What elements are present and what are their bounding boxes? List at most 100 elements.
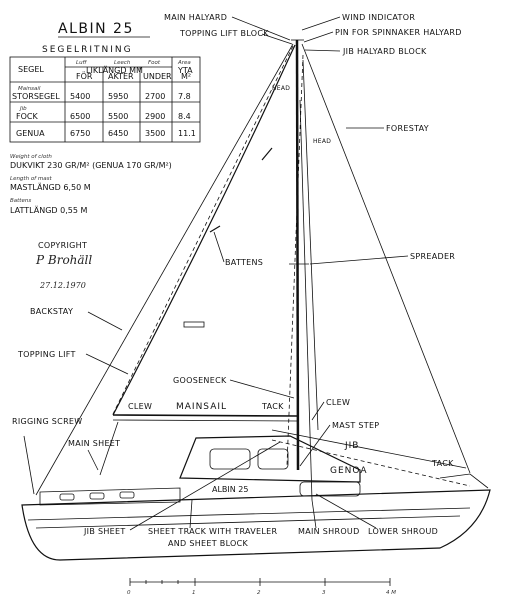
label-backstay: BACKSTAY [30, 307, 73, 316]
rigging [35, 39, 471, 501]
cabin-window [257, 448, 289, 470]
batten [261, 147, 273, 161]
copyright-date: 27.12.1970 [39, 281, 86, 290]
spec-notes: Weight of cloth DUKVIKT 230 GR/M² (GENUA… [10, 154, 172, 215]
scale-tick-label: 3 [322, 590, 326, 596]
label-forestay: FORESTAY [386, 124, 429, 133]
label-wind-indicator: WIND INDICATOR [342, 13, 415, 22]
label-genoa: GENOA [330, 466, 367, 476]
spec-note: Battens [10, 198, 31, 204]
header-foot: Foot [148, 60, 161, 66]
label-battens: BATTENS [225, 258, 263, 267]
cell-value: 8.4 [178, 112, 191, 121]
label-main-sheet: MAIN SHEET [68, 439, 120, 448]
label-mainsail: MAINSAIL [176, 402, 227, 412]
drawing-title: ALBIN 25 [58, 21, 134, 37]
label-rigging-screw: RIGGING SCREW [12, 417, 83, 426]
header-m2: M² [181, 72, 191, 81]
bow-pulpit [439, 473, 489, 489]
header-under: UNDER [143, 72, 172, 81]
label-sheet-block: AND SHEET BLOCK [168, 539, 249, 548]
boom [112, 414, 298, 417]
mast [295, 39, 300, 471]
row-name: STORSEGEL [12, 92, 60, 101]
label-jib-halyard-block: JIB HALYARD BLOCK [342, 47, 427, 56]
header-segel: SEGEL [18, 65, 44, 74]
cockpit-coaming [39, 487, 181, 506]
jib-foot [271, 429, 467, 469]
cell-value: 2700 [145, 92, 165, 101]
cabin-window [209, 448, 251, 470]
label-tack-jib: TACK [431, 459, 454, 468]
main-sheet [99, 421, 119, 476]
cabin [179, 435, 361, 483]
cell-value: 6450 [108, 129, 128, 138]
header-area: Area [177, 60, 191, 66]
label-clew-main: CLEW [128, 402, 152, 411]
label-mast-step: MAST STEP [332, 421, 379, 430]
cell-value: 5950 [108, 92, 128, 101]
header-akter: AKTER [108, 72, 134, 81]
scale-tick-label: 0 [127, 590, 131, 596]
row-name: FOCK [16, 112, 38, 121]
spec-value: LATTLÄNGD 0,55 M [10, 205, 87, 215]
label-head-jib: HEAD [313, 138, 331, 145]
label-gooseneck: GOOSENECK [173, 376, 227, 385]
cockpit-port [59, 493, 75, 501]
drawing-subtitle: SEGELRITNING [42, 45, 133, 55]
header-leech: Leech [114, 60, 131, 66]
sheer-stripe [35, 515, 461, 529]
hull-name: ALBIN 25 [212, 485, 248, 494]
hull: ALBIN 25 [21, 435, 491, 561]
scale-tick-label: 2 [257, 590, 261, 596]
cockpit-port [89, 492, 105, 500]
cell-value: 3500 [145, 129, 165, 138]
cell-value: 6750 [70, 129, 90, 138]
topping-lift [112, 45, 294, 415]
row-note: Jib [19, 106, 27, 112]
forward-hatch [299, 481, 361, 497]
cell-value: 6500 [70, 112, 90, 121]
boom-lower [112, 419, 298, 422]
label-pin-spinnaker: PIN FOR SPINNAKER HALYARD [335, 28, 462, 37]
label-tack-main: TACK [261, 402, 284, 411]
copyright-block: COPYRIGHT P Brohäll 27.12.1970 [35, 241, 92, 290]
batten [183, 321, 205, 328]
sail-dimensions-table: Luff Leech Foot Area SEGEL LIKLÄNGD MM Y… [9, 56, 201, 143]
main-shroud [299, 99, 313, 501]
label-jib-sheet: JIB SHEET [83, 527, 126, 536]
label-head-main: HEAD [272, 85, 290, 92]
label-main-shroud: MAIN SHROUD [298, 527, 360, 536]
spec-table-block: ALBIN 25 SEGELRITNING Luff Leech Foot Ar… [9, 21, 201, 290]
sheer-stripe [27, 507, 471, 521]
header-luff: Luff [76, 60, 88, 66]
cell-value: 2900 [145, 112, 165, 121]
cell-value: 5500 [108, 112, 128, 121]
jib-leech [302, 59, 319, 431]
label-clew-jib: CLEW [326, 398, 350, 407]
label-jib: JIB [344, 441, 359, 451]
spec-note: Length of mast [10, 176, 52, 182]
backstay [35, 43, 294, 496]
genoa-leech [286, 54, 304, 466]
copyright-author: P Brohäll [35, 253, 92, 267]
part-labels: MAIN HALYARD TOPPING LIFT BLOCK WIND IND… [12, 13, 462, 548]
label-spreader: SPREADER [410, 252, 455, 261]
mainsail-leech [112, 44, 296, 416]
cell-value: 5400 [70, 92, 90, 101]
header-for: FÖR [76, 71, 93, 81]
copyright-label: COPYRIGHT [38, 241, 87, 250]
label-main-halyard: MAIN HALYARD [164, 13, 227, 22]
spec-note: Weight of cloth [10, 154, 52, 160]
scale-bar: 0 1 2 3 4 M [127, 578, 396, 596]
row-note: Mainsail [18, 86, 41, 92]
cell-value: 7.8 [178, 92, 191, 101]
header-yta: YTA [177, 66, 193, 75]
cockpit-port [119, 491, 135, 499]
label-sheet-track: SHEET TRACK WITH TRAVELER [148, 527, 277, 536]
header-liklangd: LIKLÄNGD MM [86, 65, 143, 75]
scale-tick-label: 4 M [386, 590, 396, 596]
scale-tick-label: 1 [192, 590, 196, 596]
forestay [301, 43, 471, 474]
